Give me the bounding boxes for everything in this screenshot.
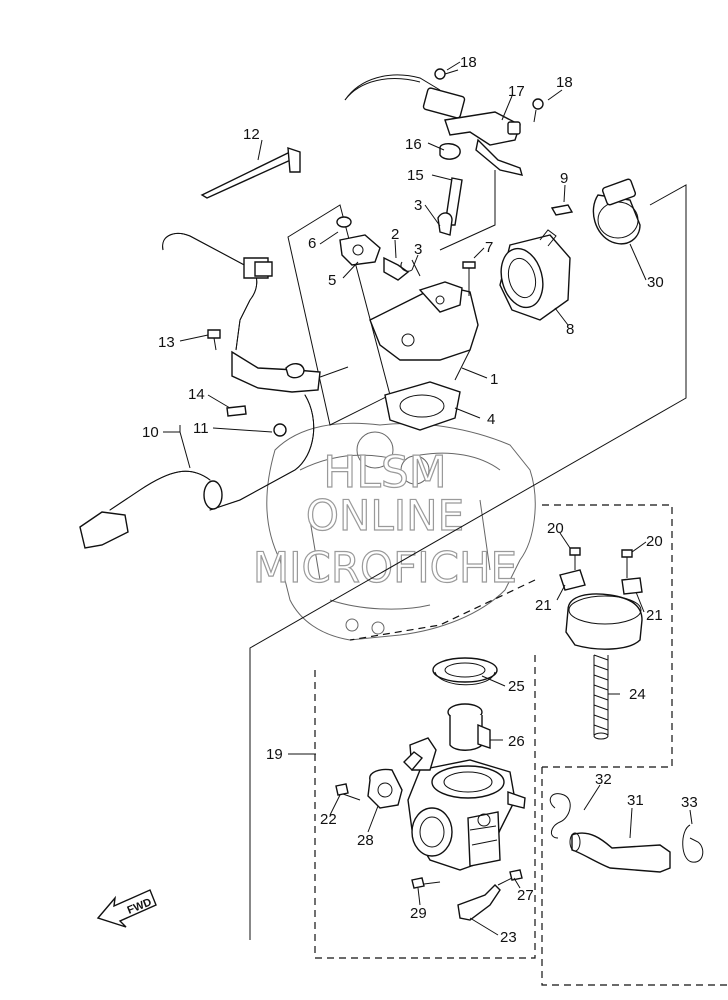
cable-tie bbox=[200, 147, 301, 199]
engine-block-outline bbox=[266, 422, 536, 641]
screw-7 bbox=[462, 261, 476, 296]
callout-24: 24 bbox=[629, 686, 646, 703]
callout-15: 15 bbox=[407, 167, 424, 184]
plunger-cap bbox=[559, 547, 643, 650]
callout-21b: 21 bbox=[646, 607, 663, 624]
spring bbox=[593, 654, 609, 740]
wire-harness-bracket bbox=[344, 68, 544, 251]
watermark-line-2: ONLINE bbox=[306, 491, 464, 540]
callout-27: 27 bbox=[517, 887, 534, 904]
callout-23: 23 bbox=[500, 929, 517, 946]
callout-11: 11 bbox=[193, 420, 209, 437]
callout-28: 28 bbox=[357, 832, 374, 849]
callout-30: 30 bbox=[647, 274, 664, 291]
callout-6: 6 bbox=[308, 235, 316, 252]
callout-32: 32 bbox=[595, 771, 612, 788]
clip-32 bbox=[549, 793, 571, 839]
callout-9: 9 bbox=[560, 170, 568, 187]
callout-21a: 21 bbox=[535, 597, 552, 614]
leader-lines bbox=[163, 61, 693, 936]
clamp-30 bbox=[550, 178, 641, 245]
callout-20a: 20 bbox=[547, 520, 564, 537]
callout-12: 12 bbox=[243, 126, 260, 143]
plunger-subgroup-outline bbox=[542, 504, 673, 768]
throttle-body-group-outline bbox=[249, 184, 687, 940]
callout-3b: 3 bbox=[414, 241, 422, 258]
throttle-body bbox=[403, 737, 526, 871]
callout-1: 1 bbox=[490, 371, 498, 388]
screw-22 bbox=[335, 783, 361, 801]
callout-19: 19 bbox=[266, 746, 283, 763]
callout-13: 13 bbox=[158, 334, 175, 351]
watermark-line-1: HLSM bbox=[323, 447, 447, 498]
callout-labels: 18 17 18 12 16 15 9 3 6 2 3 7 5 30 8 13 … bbox=[142, 54, 698, 946]
hose-31 bbox=[569, 832, 671, 873]
screw-27 bbox=[497, 869, 523, 886]
callout-16: 16 bbox=[405, 136, 422, 153]
carb-subgroup-outline bbox=[314, 655, 536, 959]
callout-14: 14 bbox=[188, 386, 205, 403]
callout-3a: 3 bbox=[414, 197, 422, 214]
hose-subgroup-outline bbox=[541, 767, 728, 986]
diaphragm bbox=[432, 657, 498, 686]
callout-17: 17 bbox=[508, 83, 525, 100]
clip-33 bbox=[682, 824, 704, 863]
assembly-boundaries bbox=[249, 184, 728, 986]
callout-10: 10 bbox=[142, 424, 159, 441]
callout-8: 8 bbox=[566, 321, 574, 338]
bracket-23 bbox=[457, 884, 501, 921]
hose-clamp-assembly bbox=[437, 143, 463, 236]
callout-22: 22 bbox=[320, 811, 337, 828]
callout-5: 5 bbox=[328, 272, 336, 289]
screw-29 bbox=[411, 877, 441, 889]
sensor-group-outline bbox=[287, 204, 391, 426]
watermark: HLSM ONLINE MICROFICHE bbox=[252, 446, 517, 592]
callout-33: 33 bbox=[681, 794, 698, 811]
callout-26: 26 bbox=[508, 733, 525, 750]
watermark-line-3: MICROFICHE bbox=[253, 543, 517, 592]
callout-4: 4 bbox=[487, 411, 495, 428]
callout-20b: 20 bbox=[646, 533, 663, 550]
intake-joint bbox=[499, 229, 571, 321]
piston bbox=[447, 703, 491, 751]
throttle-position-sensor bbox=[367, 768, 403, 809]
callout-25: 25 bbox=[508, 678, 525, 695]
manifold-gasket bbox=[384, 381, 461, 431]
sensor-assembly bbox=[336, 216, 479, 361]
callout-18a: 18 bbox=[460, 54, 477, 71]
callout-7: 7 bbox=[485, 239, 493, 256]
callout-18b: 18 bbox=[556, 74, 573, 91]
callout-29: 29 bbox=[410, 905, 427, 922]
callout-31: 31 bbox=[627, 792, 644, 809]
fwd-arrow-icon: FWD bbox=[96, 889, 157, 928]
breather-hose bbox=[79, 233, 321, 549]
callout-2: 2 bbox=[391, 226, 399, 243]
